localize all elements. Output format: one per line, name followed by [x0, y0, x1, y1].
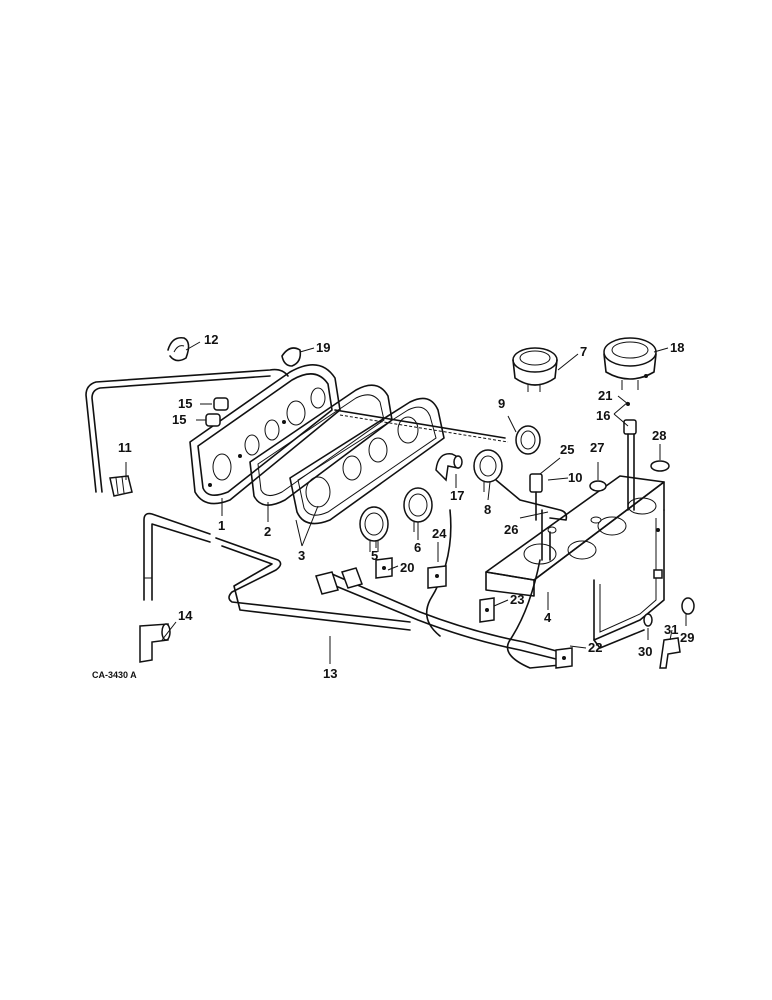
clip-12 — [167, 336, 190, 362]
clip-31 — [659, 637, 681, 669]
upper-tube-line — [85, 368, 289, 493]
bushing-30 — [643, 613, 653, 627]
callout-9: 9 — [498, 396, 505, 411]
bushing-15 — [205, 397, 229, 427]
elbow-14 — [139, 623, 171, 663]
bracket-24 — [427, 565, 447, 589]
callout-25: 25 — [560, 442, 574, 457]
callout-5: 5 — [371, 548, 378, 563]
instrument-bezel-panel — [189, 364, 341, 505]
callout-18: 18 — [670, 340, 684, 355]
callout-6: 6 — [414, 540, 421, 555]
callout-10: 10 — [568, 470, 582, 485]
fitting-11 — [109, 475, 133, 497]
hose-line — [315, 567, 561, 661]
callout-24: 24 — [432, 526, 447, 541]
plug-27 — [589, 480, 607, 492]
callout-17: 17 — [450, 488, 464, 503]
callout-13: 13 — [323, 666, 337, 681]
callout-23: 23 — [510, 592, 524, 607]
cable-rod-texture — [339, 414, 509, 443]
bracket-22 — [555, 647, 573, 669]
gauge-18 — [603, 337, 657, 390]
cable-9-gauge — [515, 425, 541, 455]
callout-16: 16 — [596, 408, 610, 423]
callout-labels: 1 2 3 4 5 6 7 8 9 10 11 12 13 14 15 15 1… — [118, 332, 694, 681]
gauge-8 — [473, 449, 503, 492]
elbow-17 — [435, 453, 463, 482]
panel-gasket — [249, 384, 393, 506]
cable-rod — [334, 409, 506, 439]
figure-code: CA-3430 A — [92, 670, 137, 680]
callout-21: 21 — [598, 388, 612, 403]
fitting-16-21 — [623, 402, 637, 511]
bracket-23 — [479, 597, 495, 623]
instrument-cluster-lens — [289, 397, 445, 525]
cable-loop — [425, 509, 571, 669]
callout-27: 27 — [590, 440, 604, 455]
rear-housing-4 — [485, 475, 665, 649]
callout-20: 20 — [400, 560, 414, 575]
callout-30: 30 — [638, 644, 652, 659]
callout-14: 14 — [178, 608, 193, 623]
callout-19: 19 — [316, 340, 330, 355]
callout-26: 26 — [504, 522, 518, 537]
callout-28: 28 — [652, 428, 666, 443]
bracket-20 — [375, 557, 393, 579]
callout-11: 11 — [118, 440, 132, 455]
callout-12: 12 — [204, 332, 218, 347]
callout-22: 22 — [588, 640, 602, 655]
grommet-29 — [681, 597, 695, 615]
callout-7: 7 — [580, 344, 587, 359]
callout-3: 3 — [298, 548, 305, 563]
fitting-10-25 — [529, 473, 543, 521]
tube-13 — [143, 512, 411, 631]
bracket-26 — [495, 479, 568, 521]
callout-29: 29 — [680, 630, 694, 645]
callout-4: 4 — [544, 610, 552, 625]
clip-19 — [281, 347, 302, 367]
gauge-6 — [403, 487, 433, 532]
gauge-5 — [359, 506, 389, 552]
tachometer-7 — [512, 347, 558, 392]
callout-1: 1 — [218, 518, 225, 533]
plug-28 — [650, 460, 670, 472]
callout-8: 8 — [484, 502, 491, 517]
callout-15b: 15 — [172, 412, 186, 427]
callout-31: 31 — [664, 622, 678, 637]
leader-lines — [125, 341, 687, 664]
callout-15a: 15 — [178, 396, 192, 411]
callout-2: 2 — [264, 524, 271, 539]
